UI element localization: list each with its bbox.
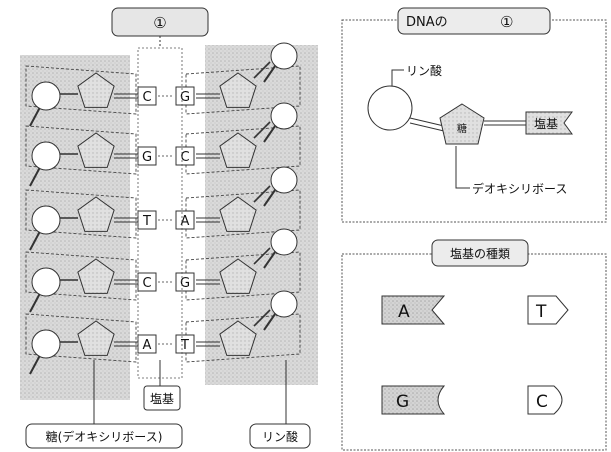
base-letter-g: G <box>396 392 409 412</box>
base-label: 塩基 <box>150 391 174 406</box>
left-base-letter: T <box>142 214 151 229</box>
left-phosphate-circle <box>32 330 60 358</box>
right-base-letter: G <box>180 276 190 291</box>
left-phosphate-circle <box>32 206 60 234</box>
base-letter-t: T <box>535 302 547 322</box>
base-types-title: 塩基の種類 <box>450 246 510 261</box>
phosphate-label: リン酸 <box>262 429 298 444</box>
phosphate-circle <box>368 86 412 130</box>
left-phosphate-circle <box>32 142 60 170</box>
right-base-letter: T <box>180 338 189 353</box>
base-letter-a: A <box>398 302 410 322</box>
right-phosphate-circle <box>271 291 297 317</box>
base-shape-g <box>382 386 444 414</box>
left-base-letter: A <box>143 338 152 353</box>
left-phosphate-circle <box>32 268 60 296</box>
nucleotide-title-marker: ① <box>500 13 513 31</box>
left-base-letter: C <box>142 276 151 291</box>
left-base-letter: G <box>142 150 152 165</box>
base-name: 塩基 <box>534 116 558 131</box>
base-letter-c: C <box>536 392 548 412</box>
deoxyribose-name: デオキシリボース <box>472 181 567 196</box>
right-phosphate-circle <box>271 103 297 129</box>
phosphate-name: リン酸 <box>406 63 442 78</box>
right-phosphate-circle <box>271 167 297 193</box>
base-types-panel-frame <box>342 254 606 450</box>
left-base-letter: C <box>142 90 151 105</box>
right-phosphate-circle <box>271 43 297 69</box>
right-phosphate-circle <box>271 229 297 255</box>
nucleotide-panel: DNAの ① リン酸 糖 塩基 デオキシリボース <box>342 8 606 222</box>
base-types-panel: 塩基の種類 A T G C <box>342 240 606 450</box>
nucleotide-title-prefix: DNAの <box>406 15 448 30</box>
sugar-name: 糖 <box>457 122 467 135</box>
sugar-label: 糖(デオキシリボース) <box>46 429 163 444</box>
helix-title-marker: ① <box>153 14 166 32</box>
right-base-letter: G <box>180 90 190 105</box>
left-phosphate-circle <box>32 82 60 110</box>
